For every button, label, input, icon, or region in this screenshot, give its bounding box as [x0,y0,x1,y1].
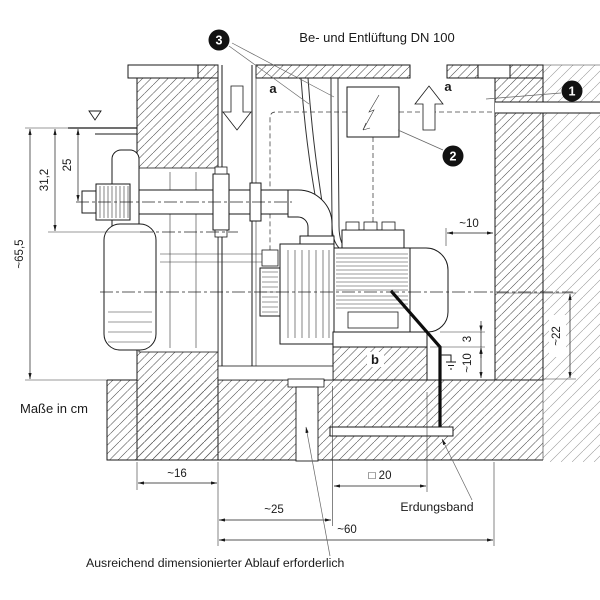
dim-25: 25 [62,159,74,172]
suction-rod [160,249,279,267]
lightning-icon [362,94,380,131]
label-air-outlet: a [444,79,452,94]
label-halo [367,352,384,367]
foundation [106,379,543,461]
leader-lines [228,42,562,557]
callout-3: 3 [208,29,230,51]
grounding-electrode [329,426,454,437]
dim-16: ~16 [167,468,187,480]
callout-2-number: 2 [450,150,457,164]
floor-step [217,365,334,381]
motor [333,221,449,333]
elbow-90 [287,189,333,237]
fan-cover [409,247,449,333]
drain-pipe [287,378,325,462]
drain-footnote: Ausreichend dimensionierter Ablauf erfor… [86,556,345,570]
label-plinth: b [371,352,379,367]
drawing-title: Be- und Entlüftung DN 100 [299,30,454,45]
callout-1-number: 1 [569,85,576,99]
soil-backfill [542,64,600,462]
junction-box [346,86,400,138]
centerlines [76,201,573,293]
dim-31-2: 31,2 [39,169,51,191]
dim-25b: ~25 [264,504,284,516]
counter-swim-unit [81,149,279,353]
label-air-inlet: a [269,81,277,96]
motor-nameplate [347,311,399,329]
dim-65-5: ~65,5 [14,239,26,268]
cable-route-dashed [269,111,494,250]
dim-sq20: □ 20 [369,470,392,482]
terminal-box [341,221,405,249]
units-note: Maße in cm [20,401,88,416]
suction-grille [108,311,152,343]
air-outlet-up-arrow-icon [414,85,444,131]
dimension-labels: ~65,5 31,2 25 ~10 3 ~10 ~22 ~16 ~25 □ 20… [14,159,566,536]
dim-10-bottom: ~10 [462,353,474,373]
grounding-label: Erdungsband [400,500,473,514]
callout-3-number: 3 [216,34,223,48]
dimension-lines [25,127,576,546]
dim-3: 3 [462,336,474,342]
deck-slab [127,64,544,79]
air-inlet-down-arrow-icon [222,85,252,131]
chamber-right-wall [494,77,544,381]
callout-2: 2 [442,145,464,167]
dim-60: ~60 [337,524,357,536]
callout-1: 1 [561,80,583,102]
water-level-icon [68,110,137,135]
pump [259,243,335,345]
dim-22: ~22 [551,326,563,346]
cable-conduit [495,101,600,114]
dim-10-top: ~10 [459,218,479,230]
earth-symbol-icon [440,354,456,370]
